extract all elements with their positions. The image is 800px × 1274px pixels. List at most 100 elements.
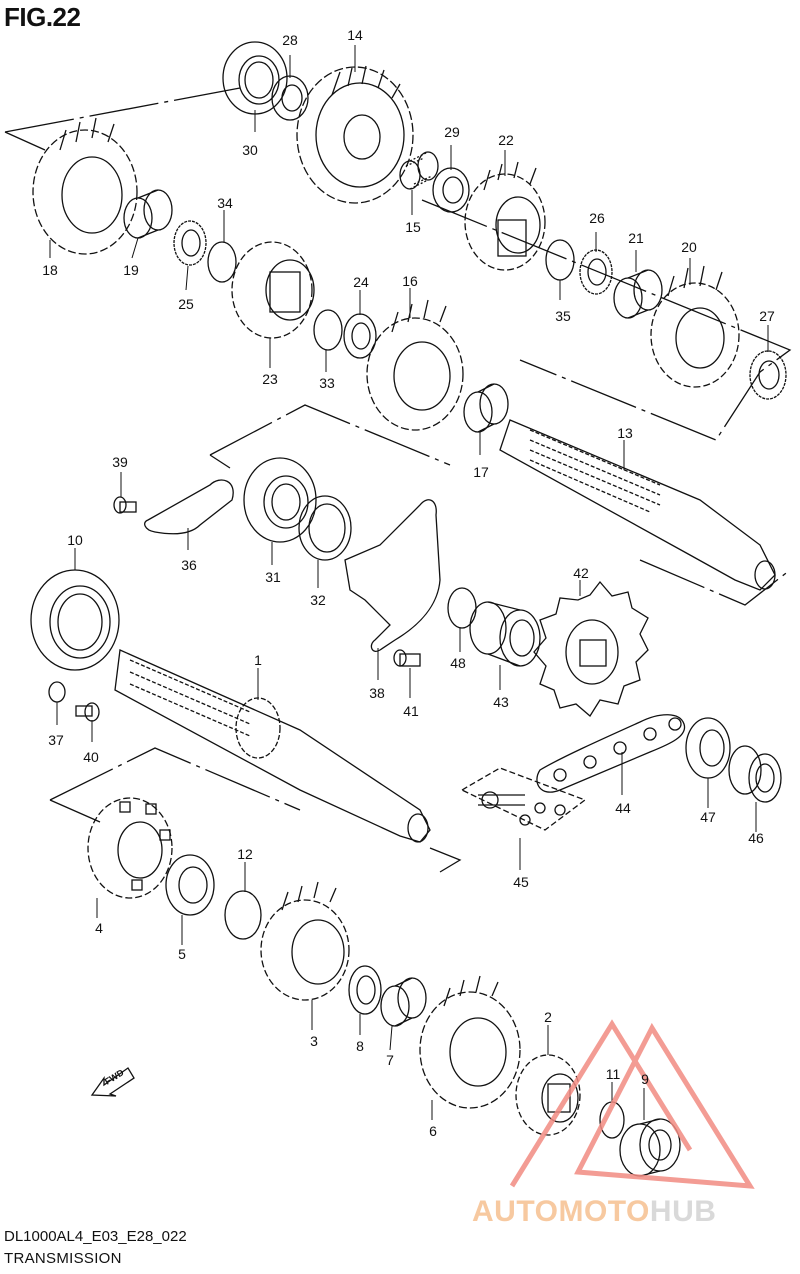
section-outline-countershaft-lower (639, 559, 791, 606)
watermark-part1: AUTOMOTO (472, 1195, 650, 1228)
washer-47 (685, 717, 731, 779)
callout-label: 44 (615, 800, 631, 816)
callout-label: 21 (628, 230, 644, 246)
callout-label: 30 (242, 142, 258, 158)
callout-label: 9 (641, 1071, 649, 1087)
gear-4 (87, 797, 173, 899)
callout-label: 42 (573, 565, 589, 581)
callout-label: 40 (83, 749, 99, 765)
callout-label: 39 (112, 454, 128, 470)
callout-label: 11 (605, 1066, 621, 1082)
callout-label: 28 (282, 32, 298, 48)
callout-label: 32 (310, 592, 326, 608)
callout-label: 45 (513, 874, 529, 890)
figure-code: DL1000AL4_E03_E28_022 (4, 1228, 187, 1245)
washer-5 (165, 854, 215, 916)
circlip-12 (224, 890, 262, 940)
callout-label: 8 (356, 1038, 364, 1054)
bushing-21 (613, 269, 663, 319)
splined-washer-25 (173, 220, 207, 266)
needle-bearing-15 (399, 151, 439, 190)
gear-6 (419, 975, 521, 1109)
callout-label: 37 (48, 732, 64, 748)
watermark-part2: HUB (649, 1195, 717, 1228)
gear-18 (32, 117, 138, 255)
callout-label: 18 (42, 262, 58, 278)
bearing-30 (222, 41, 288, 115)
callout-label: 24 (353, 274, 369, 290)
oil-seal-32 (298, 495, 352, 561)
callout-label: 31 (265, 569, 281, 585)
callout-label: 16 (402, 273, 418, 289)
washer-29 (432, 167, 470, 213)
bearing-10 (30, 569, 120, 671)
callout-label: 3 (310, 1033, 318, 1049)
bracket-38 (344, 499, 441, 652)
callout-label: 7 (386, 1052, 394, 1068)
callout-label: 4 (95, 920, 103, 936)
circlip-35 (545, 239, 575, 281)
gear-20 (650, 265, 740, 388)
callout-label: 27 (759, 308, 775, 324)
callout-label: 10 (67, 532, 83, 548)
section-outline-countershaft (4, 87, 241, 133)
washer-24 (343, 313, 377, 359)
bearing-31 (243, 457, 317, 543)
countershaft-13 (499, 419, 776, 591)
callout-label: 14 (347, 27, 363, 43)
callout-label: 12 (237, 846, 253, 862)
bushing-19 (123, 189, 173, 239)
gear-22 (464, 161, 546, 271)
circlip-33 (313, 309, 343, 351)
section-outline-driveshaft (49, 747, 301, 811)
gear-3 (260, 881, 350, 1001)
callout-label: 35 (555, 308, 571, 324)
section-outline-countershaft-lower (209, 454, 231, 469)
fwd-arrow-icon (90, 1067, 135, 1097)
callout-label: 20 (681, 239, 697, 255)
watermark-logo-icon (509, 1019, 755, 1189)
washer-8 (348, 965, 382, 1015)
callout-label: 26 (589, 210, 605, 226)
figure-title: FIG.22 (4, 2, 81, 32)
circlip-34 (207, 241, 237, 283)
callout-label: 15 (405, 219, 421, 235)
watermark-text: AUTOMOTOHUB (472, 1195, 716, 1229)
bolt-41 (393, 649, 421, 667)
callout-label: 23 (262, 371, 278, 387)
bushing-7 (380, 977, 427, 1027)
callout-label: 13 (617, 425, 633, 441)
gear-16 (366, 299, 464, 431)
splined-washer-27 (749, 350, 787, 400)
driveshaft-1 (114, 649, 431, 843)
plate-36 (144, 479, 234, 535)
callout-label: 48 (450, 655, 466, 671)
callout-label: 47 (700, 809, 716, 825)
spacer-43 (469, 601, 541, 667)
callout-label: 17 (473, 464, 489, 480)
chain-link-kit-45 (460, 767, 587, 831)
callout-label: 19 (123, 262, 139, 278)
callout-label: 22 (498, 132, 514, 148)
gear-23 (231, 241, 315, 339)
section-outline-driveshaft (49, 799, 101, 823)
callout-label: 25 (178, 296, 194, 312)
figure-caption: TRANSMISSION (4, 1250, 122, 1267)
bolt-39 (113, 496, 137, 514)
bearing-9 (619, 1118, 681, 1177)
callout-label: 38 (369, 685, 385, 701)
callout-label: 5 (178, 946, 186, 962)
callout-label: 29 (444, 124, 460, 140)
callout-label: 6 (429, 1123, 437, 1139)
bolt-40 (75, 702, 100, 722)
callout-label: 41 (403, 703, 419, 719)
callout-label: 34 (217, 195, 233, 211)
washer-28 (271, 75, 309, 121)
callout-label: 36 (181, 557, 197, 573)
washer-37 (48, 681, 66, 703)
callout-label: 2 (544, 1009, 552, 1025)
splined-washer-26 (579, 249, 613, 295)
chain-44 (536, 714, 686, 793)
callout-label: 33 (319, 375, 335, 391)
